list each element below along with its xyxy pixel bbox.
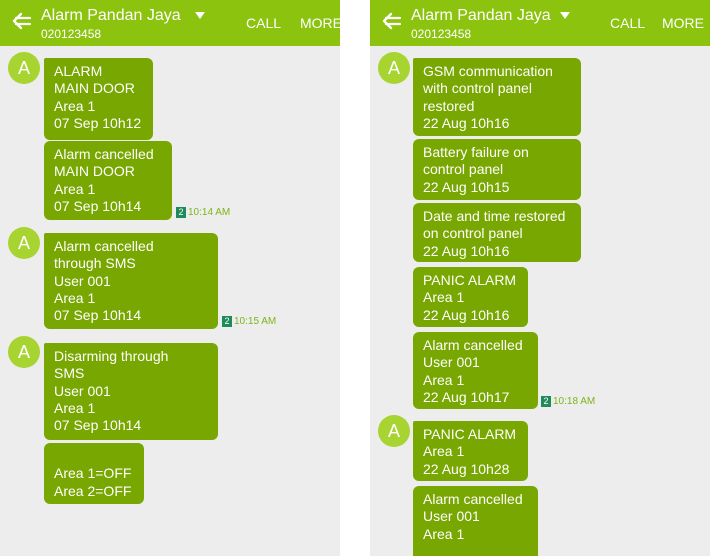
message-bubble[interactable]: Area 1=OFF Area 2=OFF xyxy=(44,443,144,504)
app-header: Alarm Pandan Jaya 020123458 CALL MORE xyxy=(0,0,340,46)
contact-number: 020123458 xyxy=(411,27,472,41)
sim-2-icon: 2 xyxy=(176,207,186,218)
contact-number: 020123458 xyxy=(41,27,102,41)
timestamp-text: 10:18 AM xyxy=(553,396,596,408)
message-bubble[interactable]: Date and time restored on control panel … xyxy=(413,203,581,262)
more-button[interactable]: MORE xyxy=(662,15,704,31)
message-bubble[interactable]: Battery failure on control panel 22 Aug … xyxy=(413,139,581,200)
contact-name[interactable]: Alarm Pandan Jaya xyxy=(41,7,181,24)
contact-avatar[interactable]: A xyxy=(8,52,40,84)
message-bubble[interactable]: PANIC ALARM Area 1 22 Aug 10h16 xyxy=(413,267,528,327)
more-button[interactable]: MORE xyxy=(300,15,340,31)
timestamp-text: 10:14 AM xyxy=(188,207,231,219)
message-list[interactable]: A ALARM MAIN DOOR Area 1 07 Sep 10h12 Al… xyxy=(0,46,340,556)
dropdown-icon[interactable] xyxy=(560,12,570,19)
sim-2-icon: 2 xyxy=(222,316,232,327)
contact-avatar[interactable]: A xyxy=(378,52,410,84)
conversation-screen-left: Alarm Pandan Jaya 020123458 CALL MORE A … xyxy=(0,0,340,556)
message-bubble[interactable]: Disarming through SMS User 001 Area 1 07… xyxy=(44,343,218,440)
message-bubble[interactable]: Alarm cancelled through SMS User 001 Are… xyxy=(44,233,218,329)
contact-avatar[interactable]: A xyxy=(8,227,40,259)
call-button[interactable]: CALL xyxy=(610,15,646,31)
sim-2-icon: 2 xyxy=(541,396,551,407)
contact-avatar[interactable]: A xyxy=(378,415,410,447)
contact-avatar[interactable]: A xyxy=(8,336,40,368)
app-header: Alarm Pandan Jaya 020123458 CALL MORE xyxy=(370,0,710,46)
message-bubble[interactable]: Alarm cancelled User 001 Area 1 22 Aug 1… xyxy=(413,332,538,409)
message-bubble[interactable]: Alarm cancelled User 001 Area 1 xyxy=(413,486,538,556)
call-button[interactable]: CALL xyxy=(246,15,282,31)
dropdown-icon[interactable] xyxy=(195,12,205,19)
timestamp-text: 10:15 AM xyxy=(234,316,277,328)
message-bubble[interactable]: GSM communication with control panel res… xyxy=(413,58,581,136)
contact-name[interactable]: Alarm Pandan Jaya xyxy=(411,7,551,24)
message-list[interactable]: A GSM communication with control panel r… xyxy=(370,46,710,556)
message-bubble[interactable]: Alarm cancelled MAIN DOOR Area 1 07 Sep … xyxy=(44,141,172,220)
back-arrow-icon[interactable] xyxy=(382,12,402,30)
back-arrow-icon[interactable] xyxy=(12,12,32,30)
message-bubble[interactable]: ALARM MAIN DOOR Area 1 07 Sep 10h12 xyxy=(44,58,153,140)
conversation-screen-right: Alarm Pandan Jaya 020123458 CALL MORE A … xyxy=(370,0,710,556)
message-bubble[interactable]: PANIC ALARM Area 1 22 Aug 10h28 xyxy=(413,421,528,481)
